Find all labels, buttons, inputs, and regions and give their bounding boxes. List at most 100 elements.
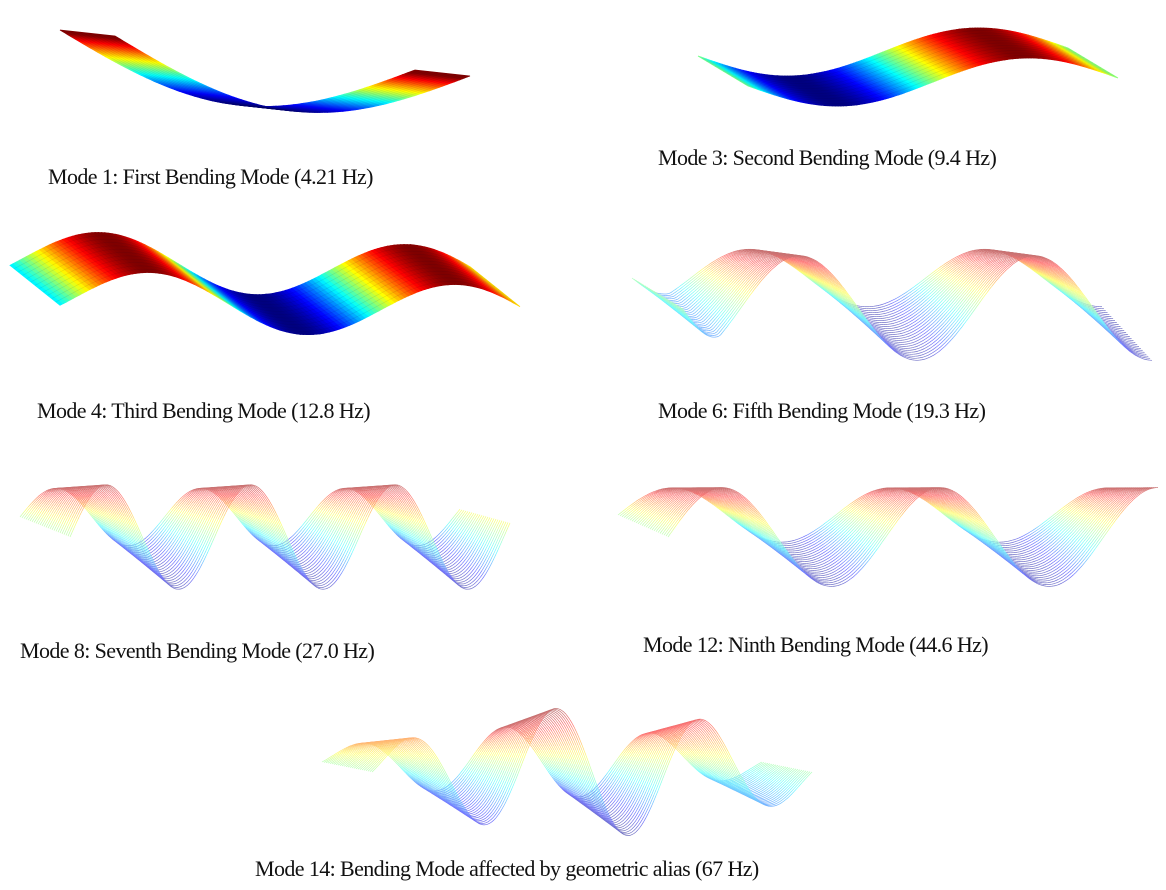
mesh-segment bbox=[751, 253, 754, 255]
mesh-segment bbox=[825, 277, 828, 281]
mesh-segment bbox=[681, 303, 684, 306]
mesh-segment bbox=[927, 281, 931, 285]
mesh-segment bbox=[753, 252, 756, 254]
mesh-segment bbox=[960, 268, 963, 272]
mesh-segment bbox=[799, 264, 803, 267]
mesh-segment bbox=[697, 275, 701, 278]
mesh-segment bbox=[1072, 299, 1076, 303]
mesh-segment bbox=[747, 261, 751, 264]
mesh-segment bbox=[763, 259, 766, 262]
mesh-segment bbox=[677, 300, 680, 302]
mesh-segment bbox=[786, 258, 789, 261]
mesh-segment bbox=[731, 289, 734, 293]
mesh-segment bbox=[728, 257, 732, 260]
mesh-segment bbox=[851, 310, 854, 313]
mesh-segment bbox=[1044, 268, 1047, 271]
mesh-segment bbox=[927, 302, 931, 305]
mesh-segment bbox=[979, 265, 983, 268]
mesh-segment bbox=[926, 319, 930, 323]
mesh-segment bbox=[756, 256, 759, 259]
mode-1-plot bbox=[55, 10, 475, 130]
mesh-segment bbox=[708, 284, 711, 288]
mesh-segment bbox=[933, 330, 937, 333]
mesh-segment bbox=[1034, 270, 1038, 273]
mesh-segment bbox=[1054, 277, 1058, 280]
mesh-segment bbox=[763, 252, 766, 254]
mesh-segment bbox=[669, 303, 673, 307]
mesh-segment bbox=[712, 264, 715, 267]
mesh-segment bbox=[903, 315, 906, 318]
mesh-segment bbox=[696, 312, 699, 315]
mesh-segment bbox=[932, 321, 936, 324]
mesh-line bbox=[714, 37, 1085, 87]
mesh-segment bbox=[1038, 270, 1041, 273]
mesh-segment bbox=[797, 267, 800, 270]
mesh-segment bbox=[970, 281, 974, 285]
mesh-segment bbox=[1045, 273, 1049, 276]
mesh-segment bbox=[748, 268, 752, 272]
mesh-segment bbox=[1032, 260, 1035, 263]
mesh-segment bbox=[1026, 258, 1029, 261]
mesh-segment bbox=[709, 273, 713, 276]
mesh-segment bbox=[907, 309, 911, 312]
mesh-segment bbox=[753, 259, 757, 262]
mesh-segment bbox=[967, 259, 970, 262]
mesh-segment bbox=[642, 284, 646, 287]
mesh-line bbox=[14, 235, 475, 299]
mesh-segment bbox=[702, 267, 705, 270]
mesh-line bbox=[51, 265, 512, 329]
mesh-segment bbox=[988, 257, 992, 260]
mesh-segment bbox=[666, 298, 670, 302]
mesh-segment bbox=[1060, 288, 1064, 292]
mesh-segment bbox=[1108, 328, 1112, 330]
mesh-segment bbox=[737, 252, 741, 254]
mesh-segment bbox=[733, 252, 737, 255]
mesh-segment bbox=[809, 268, 812, 271]
mesh-segment bbox=[888, 313, 892, 316]
mesh-segment bbox=[706, 308, 709, 312]
mesh-segment bbox=[1007, 253, 1010, 255]
mesh-segment bbox=[819, 282, 822, 286]
mesh-segment bbox=[986, 253, 989, 255]
mesh-segment bbox=[1116, 333, 1120, 336]
mesh-segment bbox=[793, 266, 797, 269]
mesh-line bbox=[78, 31, 434, 109]
mesh-segment bbox=[787, 262, 791, 265]
mesh-segment bbox=[1064, 291, 1068, 294]
mesh-segment bbox=[967, 251, 970, 253]
mesh-segment bbox=[871, 326, 875, 328]
mesh-segment bbox=[672, 307, 675, 310]
mesh-segment bbox=[681, 293, 685, 297]
mesh-segment bbox=[954, 287, 958, 291]
mesh-segment bbox=[903, 334, 906, 336]
mesh-segment bbox=[976, 252, 979, 255]
mesh-segment bbox=[712, 280, 716, 284]
mesh-segment bbox=[842, 297, 845, 301]
mesh-segment bbox=[1037, 272, 1041, 276]
mesh-segment bbox=[928, 279, 931, 282]
mesh-segment bbox=[805, 268, 809, 271]
mesh-segment bbox=[818, 278, 822, 282]
mesh-segment bbox=[696, 301, 700, 305]
mesh-segment bbox=[807, 274, 811, 278]
mesh-segment bbox=[969, 269, 973, 273]
mesh-segment bbox=[826, 289, 829, 293]
mesh-segment bbox=[789, 262, 792, 265]
mesh-segment bbox=[760, 255, 763, 258]
mesh-segment bbox=[843, 303, 847, 307]
mesh-segment bbox=[837, 297, 841, 301]
mesh-segment bbox=[758, 254, 761, 256]
mesh-segment bbox=[983, 253, 987, 256]
mesh-segment bbox=[991, 256, 994, 259]
mesh-segment bbox=[1065, 292, 1068, 296]
mesh-segment bbox=[936, 269, 940, 272]
mesh-segment bbox=[794, 261, 797, 264]
mesh-segment bbox=[898, 295, 902, 298]
mesh-segment bbox=[970, 254, 973, 256]
mesh-segment bbox=[720, 306, 723, 310]
mesh-segment bbox=[959, 293, 963, 297]
mesh-segment bbox=[990, 252, 993, 254]
mesh-segment bbox=[798, 260, 802, 263]
mesh-segment bbox=[997, 254, 1000, 257]
mesh-segment bbox=[808, 272, 812, 275]
